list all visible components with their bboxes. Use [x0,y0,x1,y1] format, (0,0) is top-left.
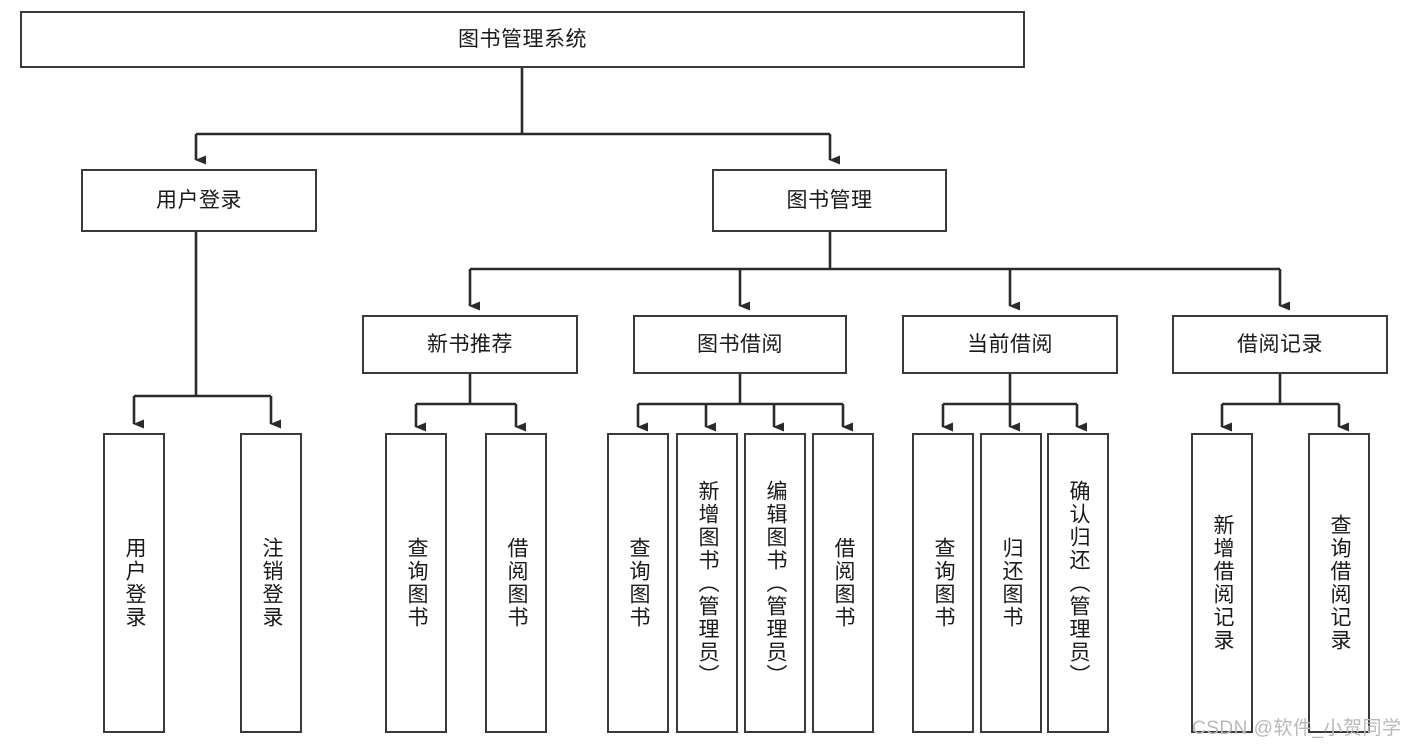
leaf-current-query-book[interactable]: 查询图书 [912,433,974,733]
node-book-management[interactable]: 图书管理 [712,169,947,232]
node-label: 查询图书 [405,537,428,629]
node-label: 查询图书 [932,537,955,629]
leaf-borrow-edit-book-admin[interactable]: 编辑图书（管理员） [744,433,806,733]
node-label: 查询图书 [627,537,650,629]
node-label: 借阅图书 [505,537,528,629]
node-current-borrow[interactable]: 当前借阅 [902,315,1118,374]
node-book-borrow[interactable]: 图书借阅 [633,315,847,374]
leaf-user-login-logout[interactable]: 注销登录 [240,433,302,733]
leaf-user-login-login[interactable]: 用户登录 [103,433,165,733]
leaf-current-confirm-return-admin[interactable]: 确认归还（管理员） [1047,433,1109,733]
node-label: 图书管理系统 [458,27,587,51]
leaf-borrow-borrow-book[interactable]: 借阅图书 [812,433,874,733]
node-label: 新增图书（管理员） [696,479,719,687]
node-label: 借阅图书 [832,537,855,629]
node-new-book-recommend[interactable]: 新书推荐 [362,315,578,374]
leaf-current-return-book[interactable]: 归还图书 [980,433,1042,733]
node-label: 图书管理 [786,188,873,212]
node-user-login[interactable]: 用户登录 [81,169,317,232]
leaf-borrow-add-book-admin[interactable]: 新增图书（管理员） [676,433,738,733]
node-label: 确认归还（管理员） [1067,479,1090,687]
csdn-watermark: CSDN @软件_小贺同学 [1192,713,1401,740]
node-label: 查询借阅记录 [1328,514,1351,652]
node-label: 用户登录 [156,188,242,212]
node-borrow-record[interactable]: 借阅记录 [1172,315,1388,374]
node-label: 注销登录 [260,537,283,629]
leaf-record-query-record[interactable]: 查询借阅记录 [1308,433,1370,733]
leaf-borrow-query-book[interactable]: 查询图书 [607,433,669,733]
leaf-record-add-record[interactable]: 新增借阅记录 [1191,433,1253,733]
node-label: 编辑图书（管理员） [764,479,787,687]
watermark-text: CSDN @软件_小贺同学 [1192,718,1402,739]
leaf-recommend-borrow-book[interactable]: 借阅图书 [485,433,547,733]
node-root-book-management-system[interactable]: 图书管理系统 [20,11,1025,68]
node-label: 新书推荐 [427,332,513,356]
node-label: 图书借阅 [697,332,783,356]
leaf-recommend-query-book[interactable]: 查询图书 [385,433,447,733]
node-label: 归还图书 [1000,537,1023,629]
node-label: 当前借阅 [967,332,1053,356]
node-label: 借阅记录 [1237,332,1323,356]
node-label: 新增借阅记录 [1211,514,1234,652]
node-label: 用户登录 [123,537,146,629]
